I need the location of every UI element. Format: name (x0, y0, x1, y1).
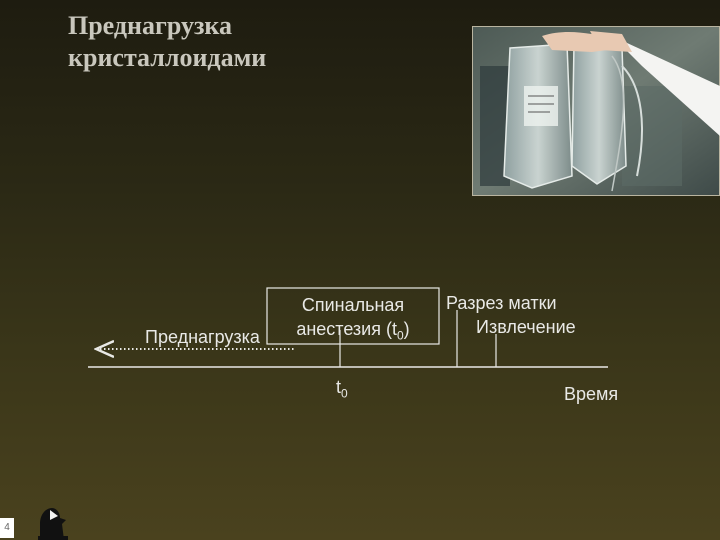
spinal-line-2-prefix: анестезия (t (296, 319, 397, 339)
incision-label: Разрез матки (446, 293, 557, 313)
spinal-line-2: анестезия (t0) (270, 317, 436, 348)
spinal-anesthesia-label: Спинальная анестезия (t0) (270, 293, 436, 348)
t0-sub: 0 (341, 386, 348, 401)
spinal-anesthesia-box (266, 287, 440, 345)
extraction-label: Извлечение (476, 317, 576, 337)
title-line-2: кристаллоидами (68, 43, 267, 72)
logo-icon (38, 508, 68, 540)
t0-label: t0 (336, 377, 348, 401)
time-label: Время (564, 384, 619, 404)
t0-main: t (336, 377, 342, 397)
page-number: 4 (0, 518, 14, 538)
slide-title: Преднагрузка кристаллоидами (68, 10, 368, 74)
iv-bags-photo (472, 26, 720, 196)
preload-label: Преднагрузка (145, 327, 260, 347)
title-line-1: Преднагрузка (68, 11, 232, 40)
spinal-line-2-sub: 0 (396, 328, 404, 343)
spinal-line-1: Спинальная (301, 295, 405, 315)
spinal-line-2-suffix: ) (403, 319, 410, 339)
